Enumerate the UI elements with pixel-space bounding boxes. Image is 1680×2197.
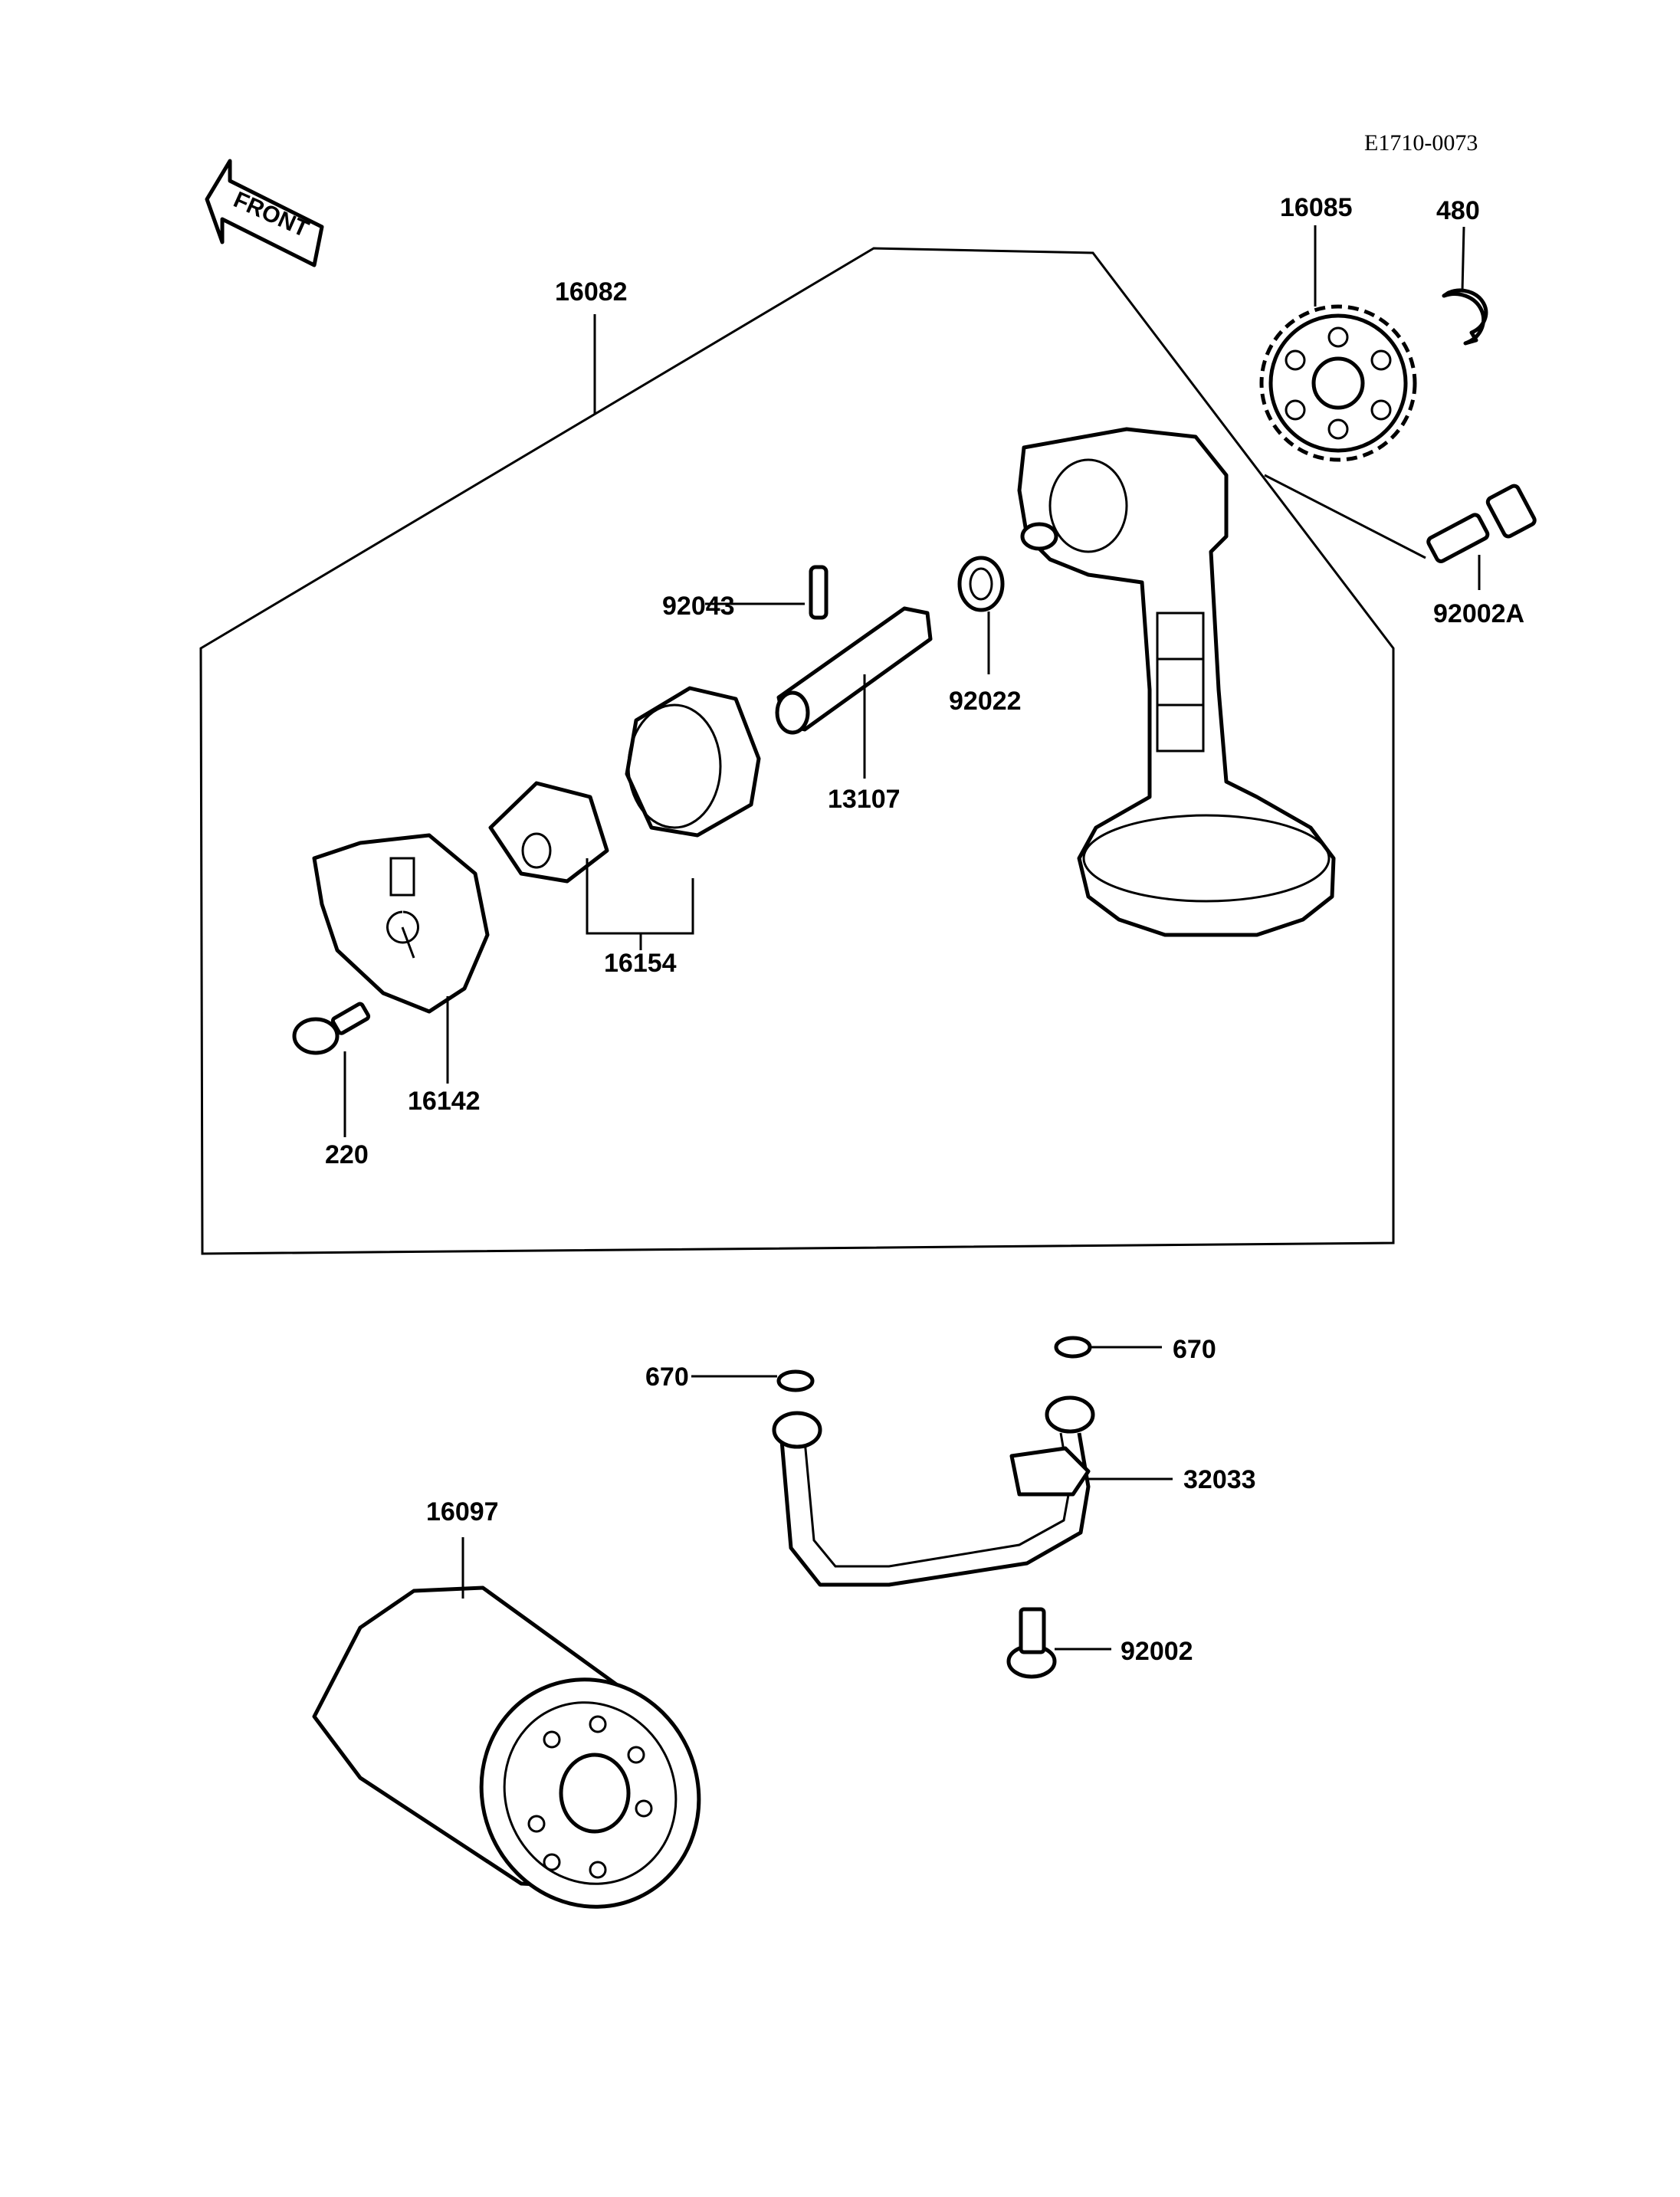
pump-body-strainer xyxy=(1017,427,1336,937)
circlip-480 xyxy=(1442,288,1488,346)
oil-pipe-32033 xyxy=(772,1395,1095,1587)
callout-16085: 16085 xyxy=(1280,193,1353,222)
bolt-92002A xyxy=(1426,484,1537,563)
callout-16082: 16082 xyxy=(555,277,628,307)
drawing-code: E1710-0073 xyxy=(1364,130,1478,156)
washer-92022 xyxy=(957,556,1005,612)
inner-rotor-16154 xyxy=(488,781,609,884)
callout-16154: 16154 xyxy=(604,949,677,978)
oil-filter-16097 xyxy=(312,1585,701,1909)
screw-220 xyxy=(292,1002,371,1055)
front-arrow-icon: FRONT xyxy=(205,159,324,267)
callout-92002: 92002 xyxy=(1121,1637,1193,1666)
callout-480: 480 xyxy=(1436,196,1480,225)
callouts: 16082 16085 480 92002A 92043 92022 13107… xyxy=(325,193,1524,1666)
callout-92043: 92043 xyxy=(662,592,735,621)
pump-assembly-boundary xyxy=(199,247,1395,1255)
o-ring-670-left xyxy=(776,1369,815,1392)
callout-670-left: 670 xyxy=(645,1362,689,1392)
shaft-13107 xyxy=(775,606,933,735)
gear-16085 xyxy=(1259,304,1417,462)
callout-16142: 16142 xyxy=(408,1087,481,1116)
callout-92022: 92022 xyxy=(949,687,1022,716)
callout-92002A: 92002A xyxy=(1433,599,1524,628)
callout-32033: 32033 xyxy=(1183,1465,1256,1494)
callout-220: 220 xyxy=(325,1140,369,1169)
callout-13107: 13107 xyxy=(828,785,901,814)
outer-rotor-16154 xyxy=(625,686,761,838)
bolt-92002 xyxy=(1006,1607,1057,1679)
o-ring-670-right xyxy=(1054,1336,1092,1359)
callout-16097: 16097 xyxy=(426,1497,499,1526)
leader-lines xyxy=(343,225,1481,1651)
callout-670-right: 670 xyxy=(1173,1335,1216,1364)
pump-cover-16142 xyxy=(312,833,490,1014)
pin-92043 xyxy=(809,565,829,620)
